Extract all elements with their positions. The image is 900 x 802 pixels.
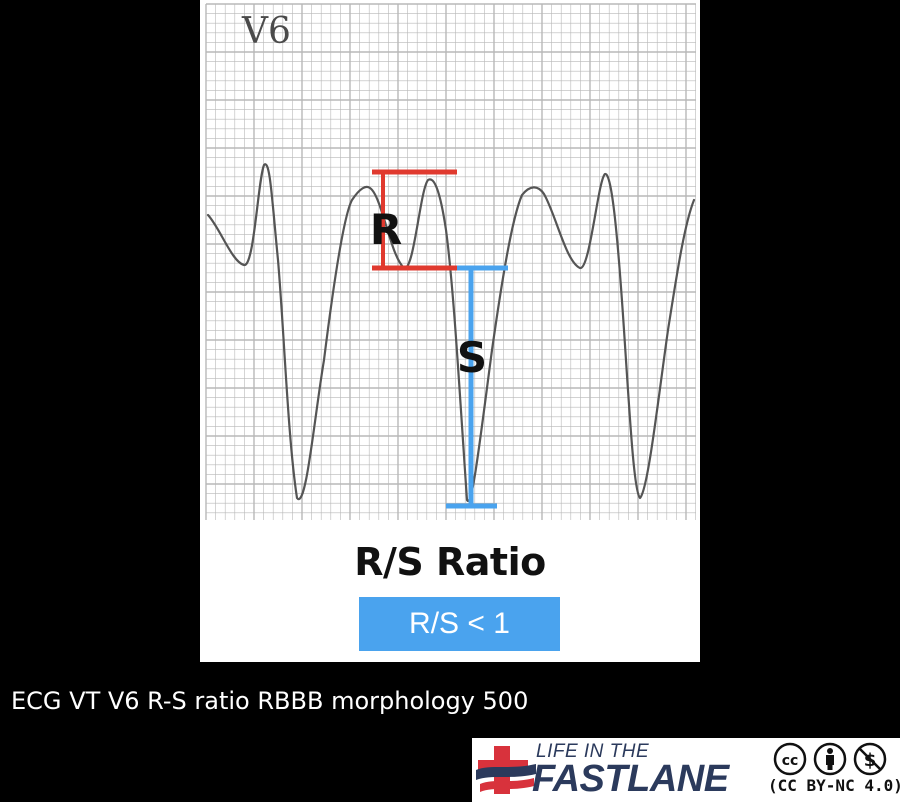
ratio-badge: R/S < 1 xyxy=(359,597,560,651)
lifl-logo-banner[interactable]: LIFE IN THE FASTLANE cc $ (CC BY-NC 4.0) xyxy=(472,738,900,802)
ecg-figure: V6 R S R/S Ratio R/S < 1 xyxy=(200,0,700,662)
lead-label: V6 xyxy=(241,11,291,52)
license-text: (CC BY-NC 4.0) xyxy=(768,776,900,795)
ecg-grid xyxy=(205,3,696,520)
s-amplitude-marker xyxy=(446,265,508,509)
logo-text-main: FASTLANE xyxy=(532,758,729,800)
cc-icon: cc xyxy=(773,742,807,776)
ratio-title: R/S Ratio xyxy=(354,540,546,584)
image-caption: ECG VT V6 R-S ratio RBBB morphology 500 xyxy=(11,687,529,715)
ecg-strip: V6 R S xyxy=(205,3,696,520)
noncommercial-icon: $ xyxy=(853,742,887,776)
s-label: S xyxy=(457,333,487,382)
r-label: R xyxy=(370,205,402,254)
svg-text:cc: cc xyxy=(782,753,799,769)
lifl-cross-logo-icon xyxy=(476,746,536,794)
r-amplitude-marker xyxy=(372,169,457,271)
ecg-trace xyxy=(206,163,696,503)
attribution-icon xyxy=(813,742,847,776)
logo-text-top: LIFE IN THE xyxy=(536,741,650,762)
